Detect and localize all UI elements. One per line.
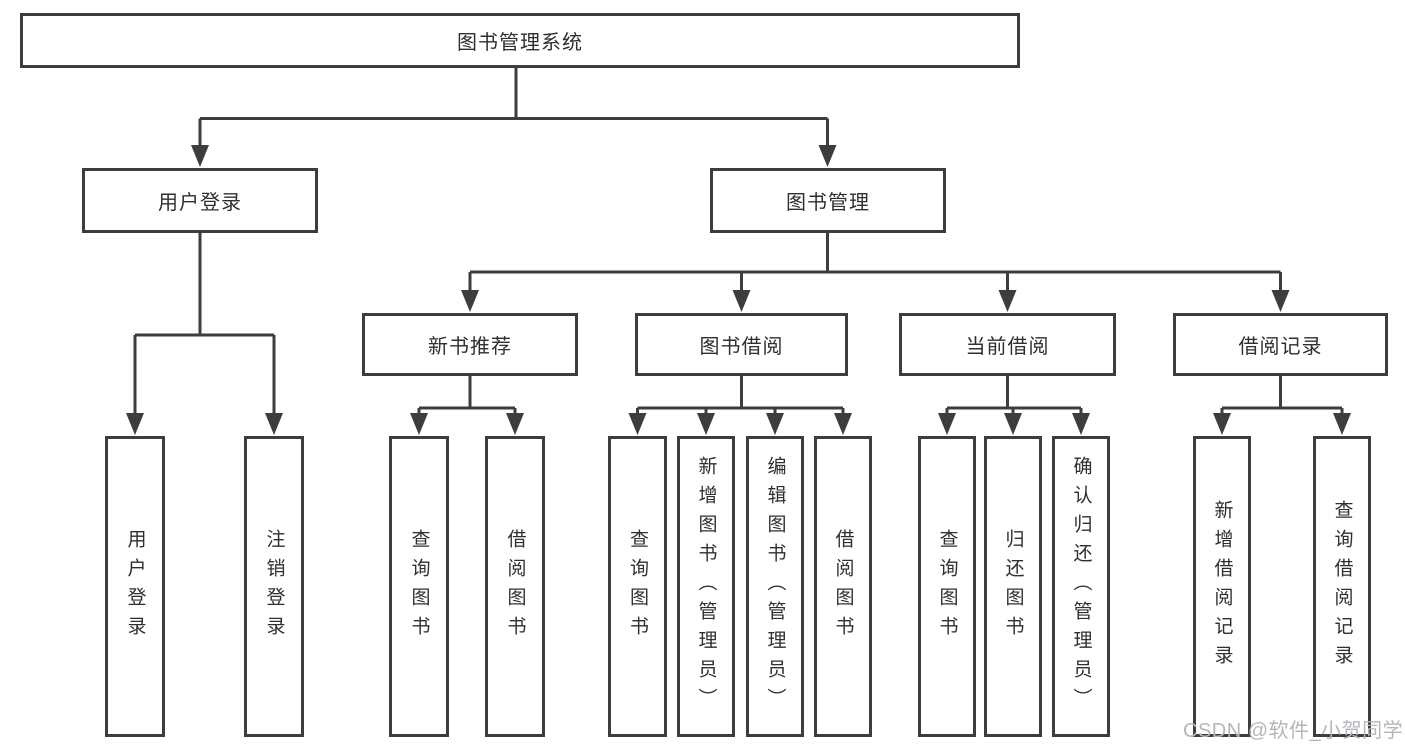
leaf-return-books: 归还图书: [984, 436, 1042, 737]
node-user-login: 用户登录: [82, 168, 318, 233]
node-label: 借阅图书: [504, 528, 526, 645]
node-label: 确认归还（管理员）: [1070, 456, 1092, 717]
leaf-edit-books-admin: 编辑图书（管理员）: [746, 436, 804, 737]
arrowheads: [126, 145, 1351, 435]
node-new-book-recommendation: 新书推荐: [362, 313, 578, 376]
node-label: 新书推荐: [428, 336, 512, 358]
node-label: 注销登录: [263, 528, 285, 645]
node-label: 图书借阅: [699, 336, 784, 358]
node-label: 查询图书: [627, 528, 648, 645]
node-label: 查询借阅记录: [1331, 499, 1353, 674]
leaf-query-books-borrow: 查询图书: [608, 436, 667, 737]
node-borrowing-records: 借阅记录: [1173, 313, 1388, 376]
node-label: 查询图书: [408, 528, 430, 645]
leaf-user-login: 用户登录: [105, 436, 165, 737]
leaf-query-books-current: 查询图书: [918, 436, 976, 737]
node-library-management-system: 图书管理系统: [20, 13, 1020, 68]
node-label: 查询图书: [936, 528, 958, 645]
leaf-query-books-recommend: 查询图书: [389, 436, 449, 737]
csdn-watermark: CSDN @软件_小贺同学: [1183, 720, 1404, 742]
leaf-logout: 注销登录: [244, 436, 304, 737]
leaf-add-borrow-record: 新增借阅记录: [1193, 436, 1251, 737]
node-label: 当前借阅: [965, 336, 1050, 358]
node-label: 图书管理系统: [457, 32, 583, 54]
leaf-borrow-books-recommend: 借阅图书: [485, 436, 545, 737]
leaf-query-borrow-record: 查询借阅记录: [1313, 436, 1371, 737]
node-label: 图书管理: [786, 192, 870, 214]
node-label: 新增图书（管理员）: [695, 456, 717, 717]
node-label: 用户登录: [158, 192, 242, 214]
node-label: 归还图书: [1002, 528, 1024, 645]
node-current-borrowing: 当前借阅: [899, 313, 1116, 376]
node-book-management: 图书管理: [710, 168, 946, 233]
leaf-confirm-return-admin: 确认归还（管理员）: [1052, 436, 1110, 737]
node-label: 借阅记录: [1238, 336, 1323, 358]
node-label: 新增借阅记录: [1211, 499, 1233, 674]
node-label: 用户登录: [124, 528, 146, 645]
leaf-borrow-books: 借阅图书: [814, 436, 872, 737]
leaf-add-books-admin: 新增图书（管理员）: [677, 436, 735, 737]
node-label: 借阅图书: [832, 528, 854, 645]
node-book-borrowing: 图书借阅: [635, 313, 848, 376]
node-label: 编辑图书（管理员）: [764, 456, 786, 717]
